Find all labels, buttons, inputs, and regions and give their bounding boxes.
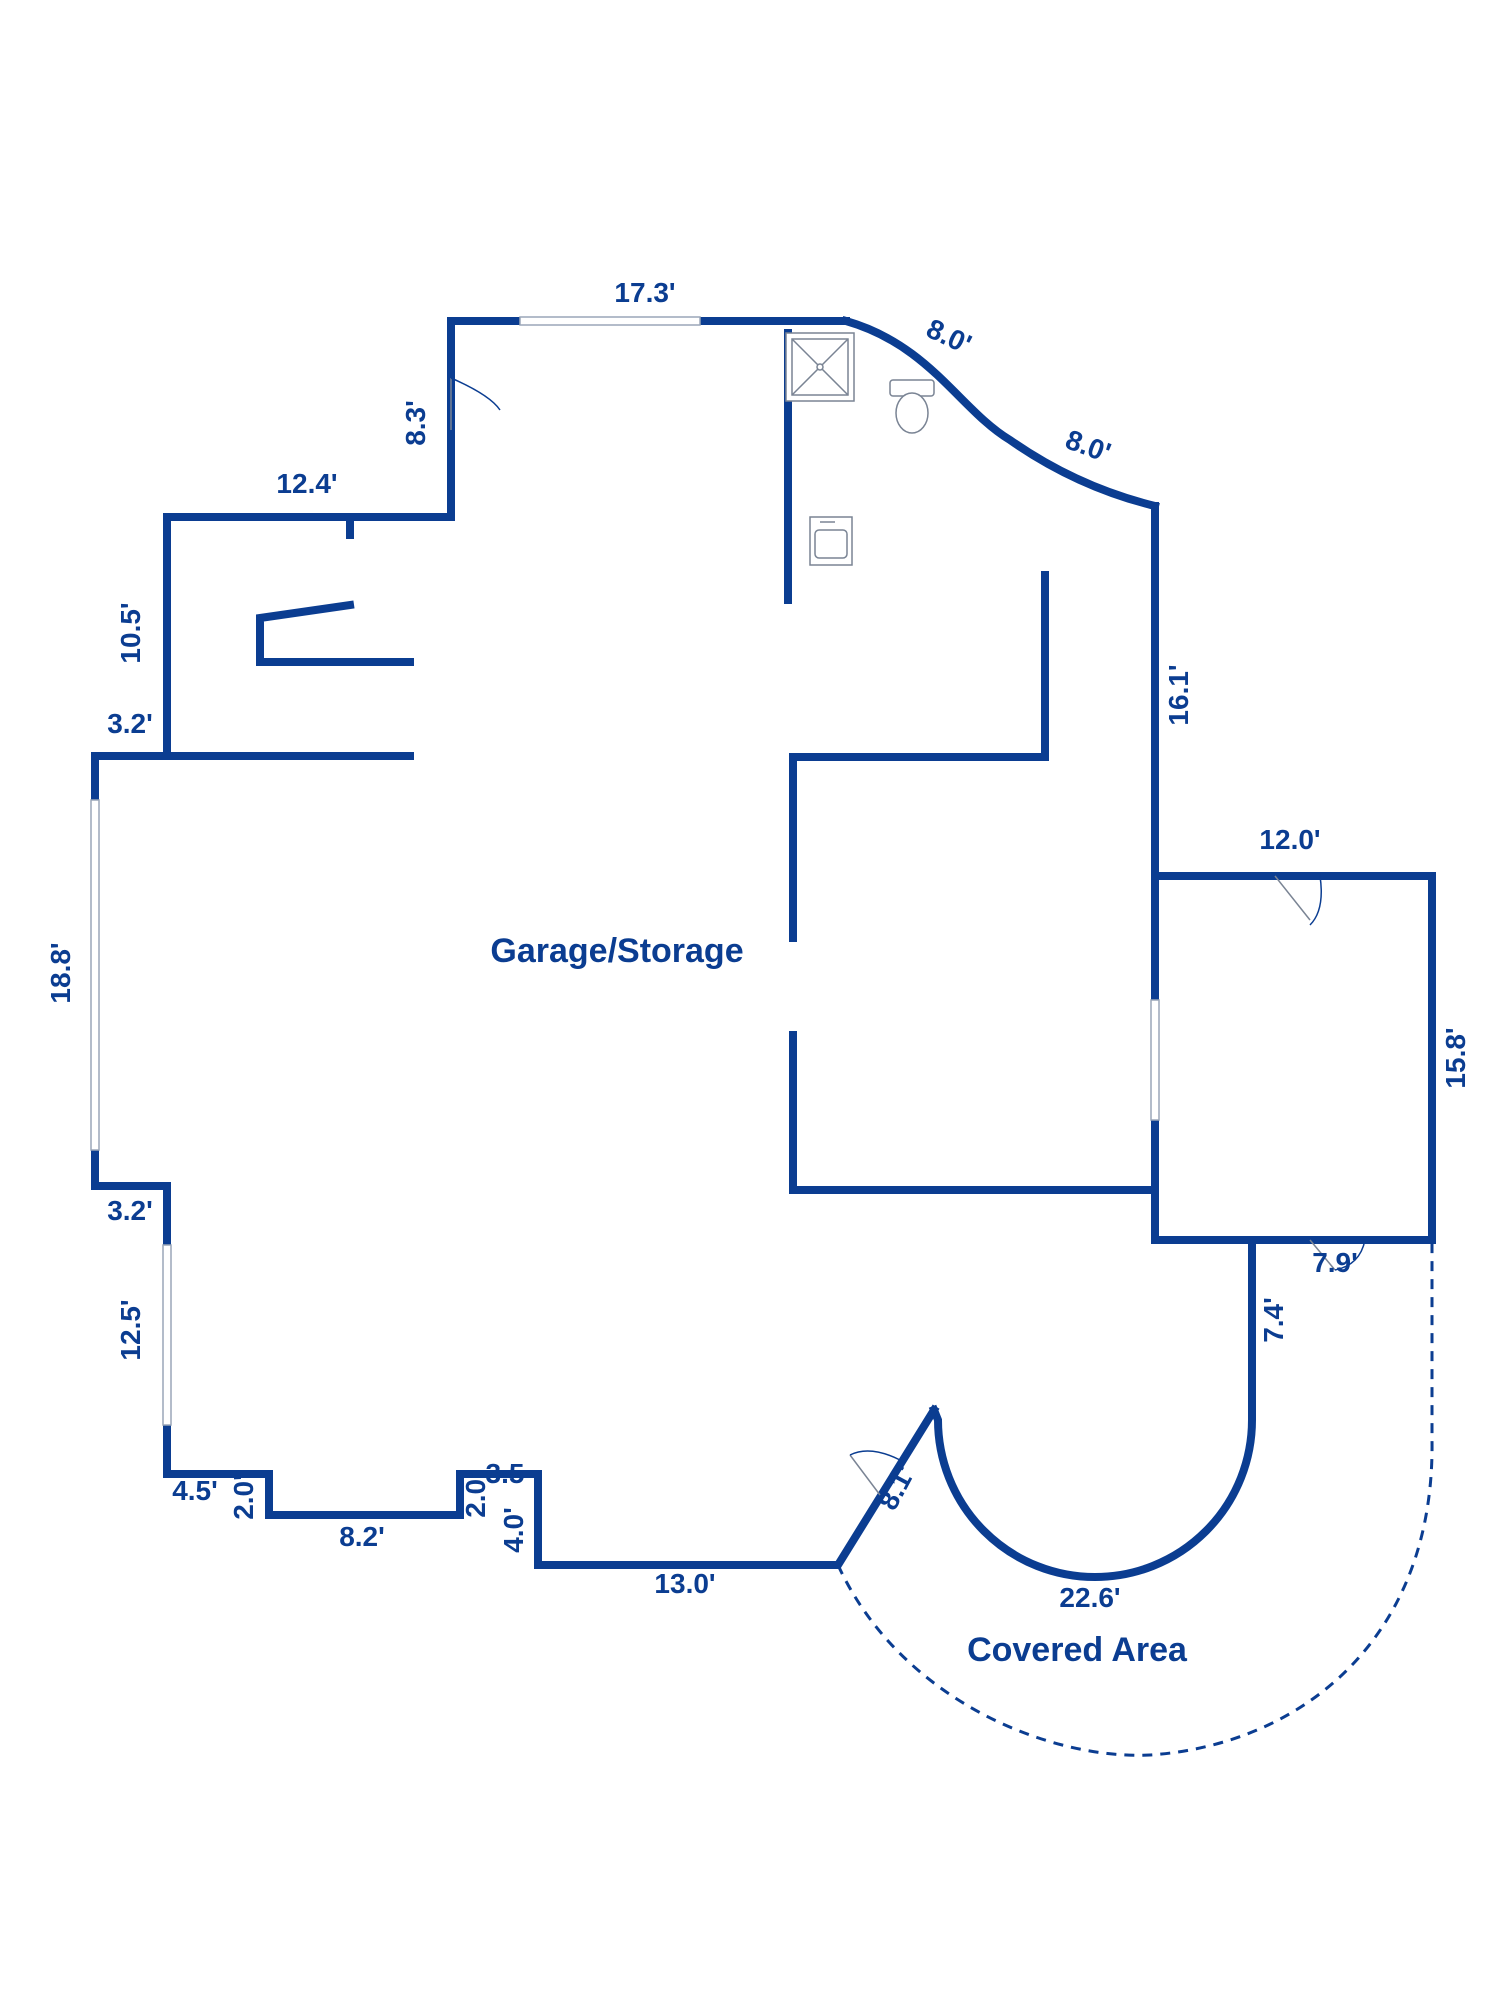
dim-bottom-mid: 8.2' — [339, 1521, 385, 1552]
dim-left-main: 18.8' — [45, 942, 76, 1003]
window-left-lower — [162, 1244, 172, 1426]
dim-annex-top: 12.0' — [1259, 824, 1320, 855]
dimension-labels: 17.3' 8.0' 8.0' 8.3' 12.4' 10.5' 3.2' 18… — [45, 277, 1471, 1613]
room-label-garage: Garage/Storage — [490, 932, 743, 970]
window-annex-left — [1150, 999, 1160, 1121]
windows — [90, 316, 1160, 1426]
dim-left-upper: 10.5' — [115, 602, 146, 663]
dim-left-step-top: 3.2' — [107, 708, 153, 739]
dim-upper-left-door-wall: 8.3' — [400, 400, 431, 446]
dim-bottom-step-a: 4.5' — [172, 1475, 218, 1506]
dim-annex-right: 15.8' — [1440, 1027, 1471, 1088]
window-top — [519, 316, 701, 326]
dim-curve-lower: 8.0' — [1062, 424, 1115, 469]
wall-bottom-right — [91, 406, 940, 1569]
walls — [91, 316, 1436, 1581]
dim-bottom-step-c-v: 4.0' — [498, 1507, 529, 1553]
dim-top: 17.3' — [614, 277, 675, 308]
door-swing-icon — [450, 377, 501, 430]
door-swing-icon — [1309, 1239, 1366, 1271]
dim-bottom-right: 13.0' — [654, 1568, 715, 1599]
wall-annex — [1151, 872, 1436, 1244]
wall-curve — [841, 316, 1160, 511]
wall-interior-room — [789, 753, 1049, 942]
room-label-covered: Covered Area — [967, 1631, 1188, 1669]
covered-area-outline — [836, 1240, 1434, 1757]
dim-bottom-step-b-h: 3.5 — [486, 1458, 525, 1489]
dim-bottom-step-b-v: 2.0' — [460, 1472, 491, 1518]
dim-bottom-step-a-v: 2.0' — [228, 1474, 259, 1520]
door-swing-icon — [1274, 875, 1322, 926]
toilet-icon — [889, 379, 935, 434]
wall-covered-arc — [928, 1236, 1256, 1581]
sink-icon — [809, 516, 853, 566]
dim-annex-left-down: 7.4' — [1258, 1297, 1289, 1343]
window-left — [90, 799, 100, 1151]
fixtures — [785, 332, 935, 566]
dim-arc: 22.6' — [1059, 1582, 1120, 1613]
dim-curve-upper: 8.0' — [922, 313, 976, 360]
door-swing-icon — [849, 1450, 901, 1496]
dim-diagonal: 8.1' — [872, 1460, 921, 1515]
doors — [450, 377, 1366, 1496]
dim-right-upper: 16.1' — [1163, 664, 1194, 725]
dim-annex-bottom: 7.9' — [1312, 1247, 1358, 1278]
wall-interior-shelf-b — [256, 600, 414, 666]
wall-interior-room-bottom — [789, 1031, 1159, 1194]
dim-left-step-bottom: 3.2' — [107, 1195, 153, 1226]
dim-upper-left-top: 12.4' — [276, 468, 337, 499]
shower-icon — [785, 332, 855, 402]
dim-left-lower: 12.5' — [115, 1299, 146, 1360]
